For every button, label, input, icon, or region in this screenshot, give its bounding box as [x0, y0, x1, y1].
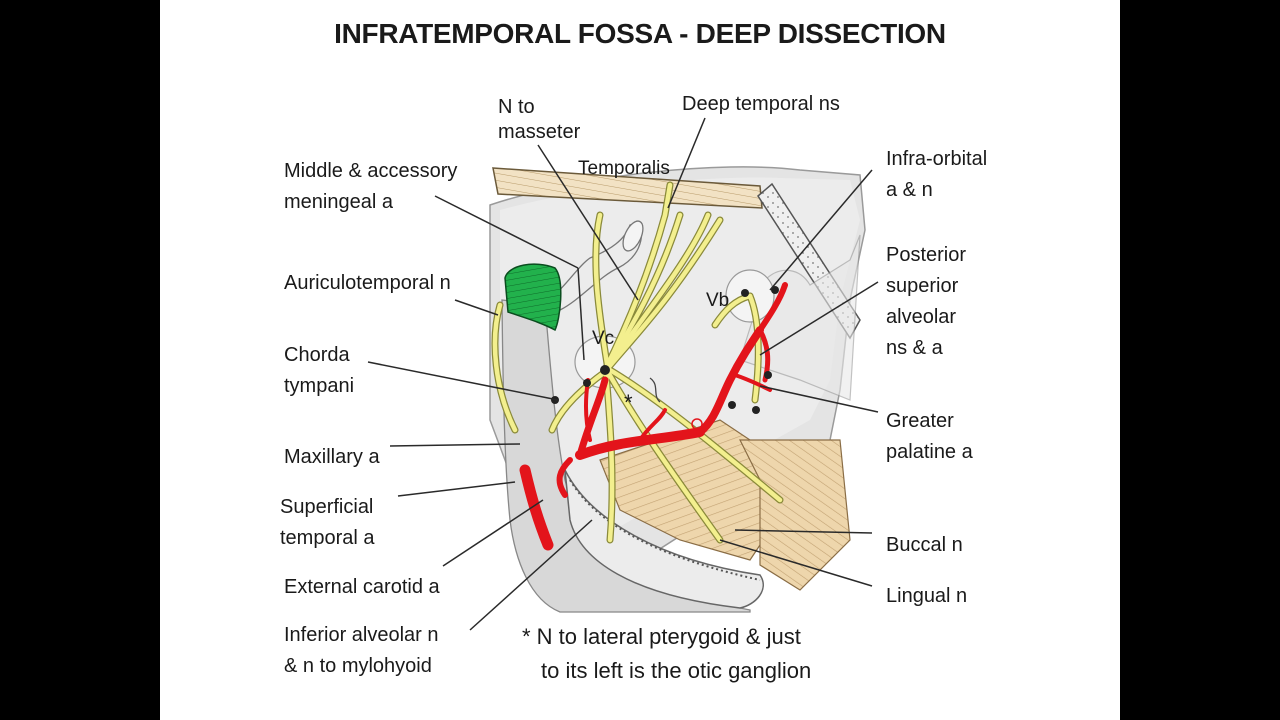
label-superficial-temporal: Superficial temporal a: [280, 496, 375, 549]
label-buccal: Buccal n: [886, 534, 963, 556]
label-asterisk: *: [624, 390, 633, 415]
footnote-line-2: to its left is the otic ganglion: [541, 658, 812, 683]
leader-lines: [367, 117, 879, 631]
label-vc: Vc: [592, 328, 615, 349]
slide: INFRATEMPORAL FOSSA - DEEP DISSECTION N …: [160, 0, 1120, 720]
label-lingual: Lingual n: [886, 585, 968, 607]
label-external-carotid: External carotid a: [284, 576, 440, 598]
nerves: [491, 181, 784, 544]
footnote-line-1: * N to lateral pterygoid & just: [522, 624, 801, 649]
label-n-to-masseter: N to masseter: [498, 96, 581, 143]
label-auriculotemporal: Auriculotemporal n: [284, 272, 451, 294]
temporalis-band: [492, 167, 763, 209]
label-middle-meningeal: Middle & accessory meningeal a: [284, 160, 458, 213]
anatomy-diagram: [367, 117, 879, 631]
label-maxillary: Maxillary a: [284, 446, 380, 468]
highlight-marker: [691, 418, 703, 430]
label-deep-temporal: Deep temporal ns: [682, 93, 840, 115]
label-vb: Vb: [706, 290, 730, 311]
label-temporalis: Temporalis: [578, 158, 670, 179]
nerve-endings: [551, 286, 779, 414]
page-title: INFRATEMPORAL FOSSA - DEEP DISSECTION: [334, 18, 946, 49]
label-posterior-superior-alveolar: Posterior superior alveolar ns & a: [886, 244, 967, 359]
label-greater-palatine: Greater palatine a: [886, 410, 973, 463]
mandible-body: [564, 469, 764, 609]
arch-cut-end: [622, 220, 644, 252]
label-infra-orbital: Infra-orbital a & n: [886, 148, 988, 201]
label-chorda-tympani: Chorda tympani: [284, 344, 355, 397]
mandibular-canal: [569, 479, 761, 581]
footnote: * N to lateral pterygoid & just to its l…: [522, 620, 811, 688]
label-inferior-alveolar: Inferior alveolar n & n to mylohyoid: [284, 624, 439, 677]
otic-ganglion-curve: [649, 377, 661, 403]
condyle: [504, 263, 562, 332]
